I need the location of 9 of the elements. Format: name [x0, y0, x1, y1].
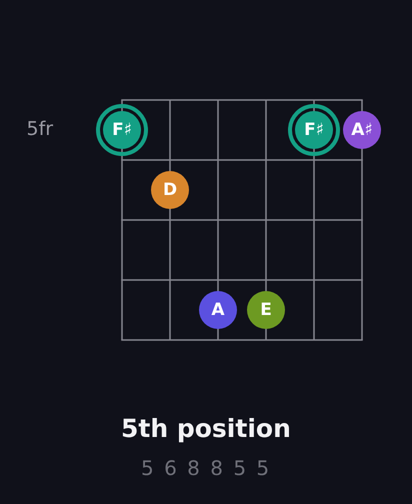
- root-note-dot: F♯: [288, 104, 340, 156]
- fret-position-label: 5fr: [26, 118, 54, 141]
- note-dot: D: [151, 171, 189, 209]
- chord-title: 5th position: [121, 414, 291, 444]
- note-dot: A♯: [343, 111, 381, 149]
- note-dot: A: [199, 291, 237, 329]
- note-dot: E: [247, 291, 285, 329]
- fret-numbers: 5 6 8 8 5 5: [141, 456, 272, 480]
- root-note-dot: F♯: [96, 104, 148, 156]
